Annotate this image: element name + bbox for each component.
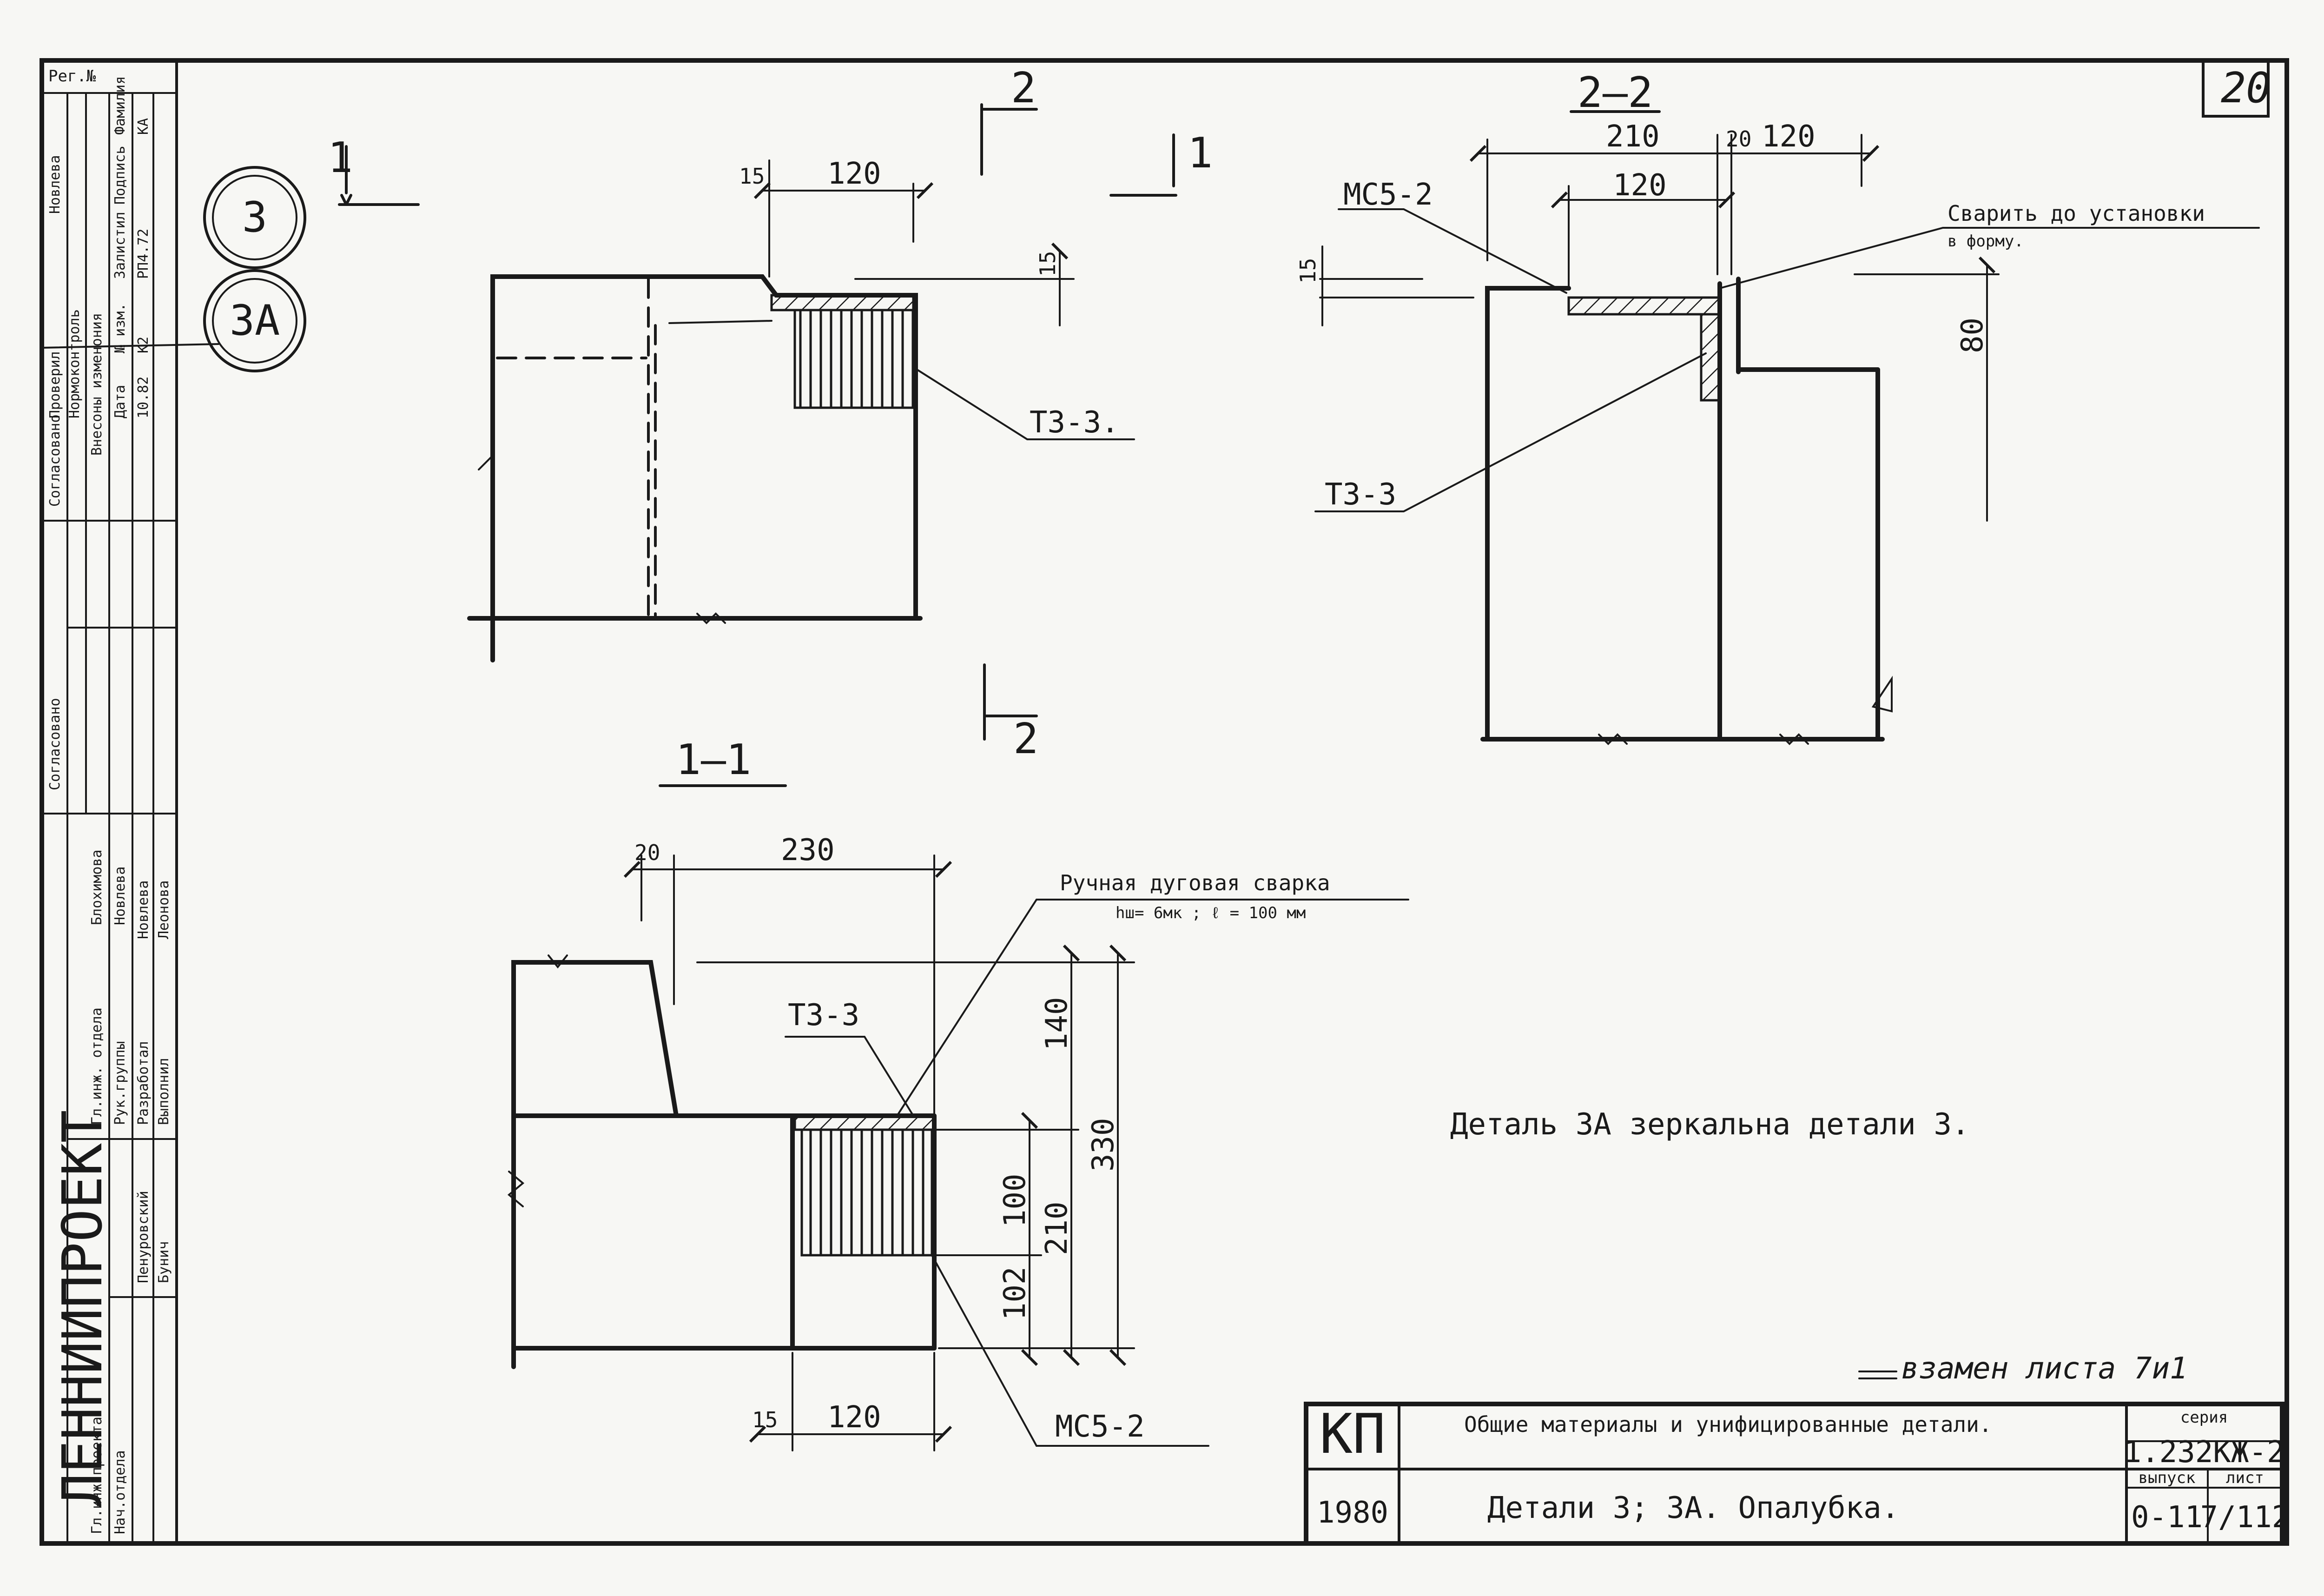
change-col-sign: Подпись: [112, 146, 128, 205]
cut-mark-1-left: 1: [328, 133, 353, 182]
change-col-name: Фамилия: [112, 76, 128, 135]
dim-15-2-2: 15: [1295, 258, 1320, 284]
cut-mark-1-right: 1: [1188, 129, 1213, 178]
dim-230-1-1: 230: [781, 833, 835, 868]
dim-120-2-2-top: 120: [1762, 119, 1816, 154]
section-1-1: 1—1 20 230 140 330 100 210 102: [507, 735, 1409, 1451]
dim-120-top: 120: [827, 157, 881, 191]
role-developed: Разработал: [135, 1041, 152, 1125]
dim-100-1-1: 100: [998, 1173, 1032, 1227]
dim-330-1-1: 330: [1086, 1118, 1121, 1172]
dim-20-1-1: 20: [634, 840, 660, 865]
top-view: 1 1 2 2 120 15 15 Т3-3.: [328, 64, 1213, 763]
weld-note-1-1-line2: hш= 6мк ; ℓ = 100 мм: [1116, 904, 1306, 922]
series-label: серия: [2180, 1408, 2228, 1427]
approved-header-2: Согласовано: [47, 698, 63, 790]
issue-value: 0-11: [2131, 1500, 2203, 1535]
change-row-list: РП4.72: [135, 229, 152, 279]
detail-marker-3a: 3А: [203, 269, 306, 372]
cut-mark-2-top: 2: [1011, 64, 1036, 113]
weld-note-2-2-line1: Сварить до установки: [1948, 201, 2205, 226]
role-chief-eng: Гл.инж. отдела: [89, 1007, 105, 1125]
dim-120-2-2-inner: 120: [1613, 168, 1667, 203]
weld-note-2-2-line2: в форму.: [1948, 232, 2024, 251]
title-block: КП 1980 Общие материалы и унифицированны…: [1304, 1402, 2290, 1546]
weld-note-1-1-line1: Ручная дуговая сварка: [1060, 870, 1330, 895]
name-6: Бунич: [156, 1241, 172, 1283]
change-row-name: КА: [135, 118, 152, 135]
section-2-2: 2—2 210 20 120 120 15 80 МС5-2: [1295, 68, 2260, 745]
sheet-number-box: 20: [2202, 59, 2271, 118]
title-year: 1980: [1317, 1496, 1388, 1530]
role-executed: Выполнил: [156, 1058, 172, 1126]
dim-102-1-1: 102: [998, 1266, 1032, 1320]
dim-140-1-1: 140: [1040, 997, 1074, 1051]
label-t33-2-2: Т3-3: [1325, 477, 1396, 512]
role-dept-head: Нач.отдела: [112, 1450, 128, 1534]
strip-cross-line: [41, 343, 219, 349]
name-top-1: Новлева: [47, 155, 63, 214]
change-row-date: 10.82: [135, 377, 152, 418]
dim-120-1-1-bottom: 120: [827, 1400, 881, 1435]
dim-15-1-1: 15: [752, 1407, 778, 1432]
svg-text:3А: 3А: [230, 296, 280, 345]
approved-header: Согласовано: [47, 414, 63, 507]
change-col-list: Залистил: [112, 212, 128, 279]
sheet-title: Детали 3; 3А. Опалубка.: [1487, 1491, 1899, 1525]
dim-80-2-2: 80: [1955, 318, 1990, 353]
dim-210-2-2: 210: [1606, 119, 1660, 154]
sheet-frame: [40, 58, 2289, 1546]
label-t33-top: Т3-3.: [1030, 405, 1119, 440]
name-5: Пенуровский: [135, 1191, 152, 1283]
replace-note-group: взамен листа 7и1: [1858, 1351, 2188, 1386]
title-code: КП: [1320, 1402, 1386, 1466]
dim-15-top: 15: [739, 164, 765, 189]
organization-name: ЛЕННИИПРОЕКТ: [50, 1110, 114, 1506]
name-2: Новлева: [112, 867, 128, 925]
sheet-number: 20: [2221, 64, 2271, 113]
role-norm: Нормоконтроль: [66, 309, 83, 418]
svg-text:3: 3: [242, 193, 267, 242]
left-strip: Рег.№ Согласовано Внесоны изменония Согл…: [41, 67, 178, 1544]
sheet-value: 7/112: [2200, 1500, 2290, 1535]
name-3: Новлева: [135, 881, 152, 939]
label-t33-1-1: Т3-3: [788, 998, 859, 1033]
changes-header: Внесоны изменония: [89, 313, 105, 456]
replace-note: взамен листа 7и1: [1901, 1351, 2188, 1386]
role-chief-project: Гл.инж.проекта: [89, 1417, 105, 1534]
dim-20-2-2: 20: [1726, 126, 1751, 152]
cut-mark-2-bottom: 2: [1013, 715, 1038, 763]
section-2-2-title: 2—2: [1578, 68, 1653, 117]
role-check: Проверил: [47, 351, 63, 419]
detail-marker-3: 3: [203, 166, 306, 269]
change-col-date: Дата: [112, 385, 128, 418]
name-1: Блохимова: [89, 849, 105, 925]
dim-210-1-1: 210: [1040, 1201, 1074, 1255]
role-group-head: Рук.группы: [112, 1041, 128, 1125]
section-1-1-title: 1—1: [676, 735, 752, 784]
name-4: Леонова: [156, 881, 172, 939]
label-mc52-2-2: МС5-2: [1343, 178, 1433, 212]
project-title: Общие материалы и унифицированные детали…: [1464, 1412, 1992, 1437]
dim-15-vertical: 15: [1035, 251, 1060, 277]
series-value: 1.232КЖ-2: [2124, 1435, 2285, 1470]
change-col-no: № изм.: [112, 303, 128, 353]
issue-label: выпуск: [2139, 1469, 2196, 1487]
mirror-note: Деталь 3А зеркальна детали 3.: [1450, 1107, 1969, 1142]
reg-no-label: Рег.№: [48, 67, 96, 86]
sheet-label: лист: [2226, 1469, 2264, 1487]
label-mc52-1-1: МС5-2: [1055, 1410, 1145, 1444]
